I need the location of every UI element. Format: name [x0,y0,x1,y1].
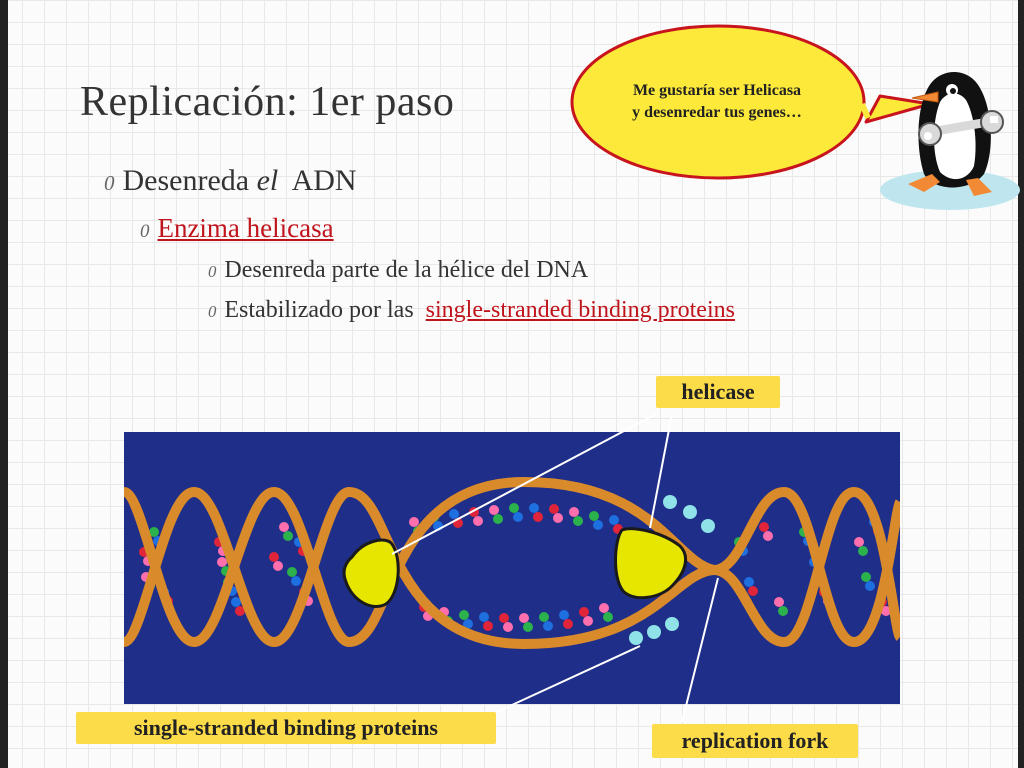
bullet-marker: 0 [208,262,217,281]
ssb-protein-dot [647,625,661,639]
bullet-marker: 0 [104,171,115,195]
base-pair [269,552,283,571]
base-pair [469,507,483,526]
bullet-text: Desenreda parte de la hélice del DNA [224,257,589,283]
ssb-protein-dot [665,617,679,631]
base-pair [569,507,583,526]
base-pair [539,612,553,631]
base-pair [774,597,788,616]
bullet-text-pre: Desenreda [122,164,257,197]
speech-bubble-line2: y desenredar tus genes… [632,104,802,121]
ssb-protein-dot [629,631,643,645]
dna-svg [124,476,900,650]
base-pair [449,509,463,528]
bullet-marker: 0 [140,221,150,242]
bullet-text: Estabilizado por las [224,297,426,323]
slide-left-edge [0,0,8,768]
speech-bubble-text: Me gustaría ser Helicasa y desenredar tu… [582,80,852,124]
base-pair [744,577,758,596]
base-pair [499,613,513,632]
helicase-label: helicase [656,376,780,408]
single-stranded-binding-proteins [629,495,715,645]
base-pair [529,503,543,522]
base-pair [599,603,613,622]
ssb-link[interactable]: single-stranded binding proteins [425,297,735,323]
base-pair [459,610,473,629]
base-pair [549,504,563,523]
base-pair [579,607,593,626]
ssb-protein-dot [701,519,715,533]
bullet-marker: 0 [208,302,217,321]
speech-bubble [570,24,932,180]
ssb-protein-dot [663,495,677,509]
base-pair [759,522,773,541]
bullet-enzima-helicasa: 0 Enzima helicasa [140,213,334,244]
ssb-protein-dot [683,505,697,519]
bullet-text-em: el [256,164,279,197]
base-pair [589,511,603,530]
speech-bubble-line1: Me gustaría ser Helicasa [632,82,802,99]
base-pair [861,572,875,591]
base-pair [519,613,533,632]
base-pair [231,597,245,616]
base-pair [559,610,573,629]
slide-title: Replicación: 1er paso [80,79,455,125]
dna-replication-diagram [124,432,900,704]
penguin-with-wrench-icon [880,71,1020,210]
enzima-helicasa-link[interactable]: Enzima helicasa [157,213,334,243]
base-pair [287,567,301,586]
replication-fork-label: replication fork [652,724,858,758]
bullet-desenreda-parte: 0 Desenreda parte de la hélice del DNA [208,257,588,284]
base-pair [279,522,293,541]
bullet-desenreda-adn: 0 Desenreda el ADN [104,164,357,198]
base-pair [854,537,868,556]
bullet-estabilizado: 0 Estabilizado por las single-stranded bi… [208,297,735,324]
slide-right-edge [1018,0,1024,768]
base-pair [509,503,523,522]
base-pair [479,612,493,631]
base-pair [489,505,503,524]
bullet-text-post: ADN [278,164,357,197]
helicase-left [342,538,400,608]
ssb-label: single-stranded binding proteins [76,712,496,744]
